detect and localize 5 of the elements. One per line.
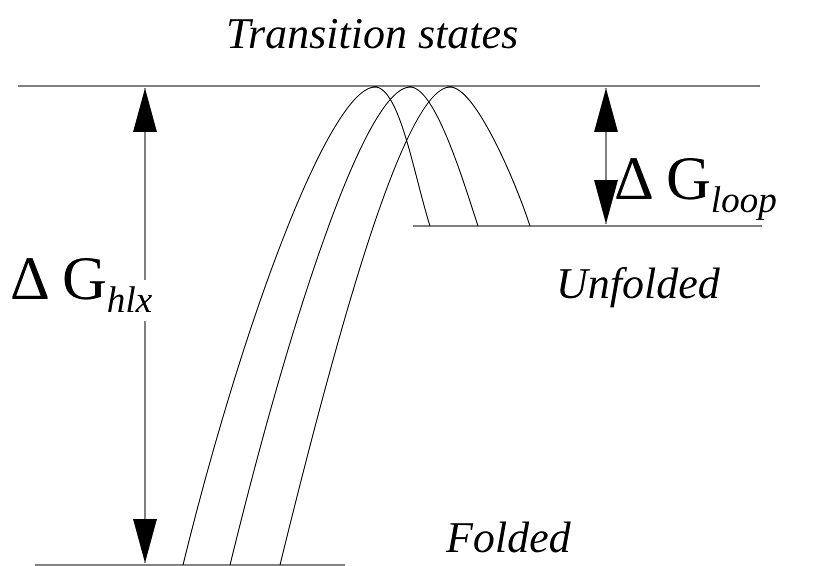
state-label: Folded	[446, 516, 571, 560]
state-label: Unfolded	[556, 262, 720, 306]
energy-difference-label: Δ G$_{loop}$	[614, 148, 777, 220]
axis-label: Transition states	[226, 12, 518, 56]
energy-difference-label: Δ G$_{hlx}$	[10, 248, 152, 320]
